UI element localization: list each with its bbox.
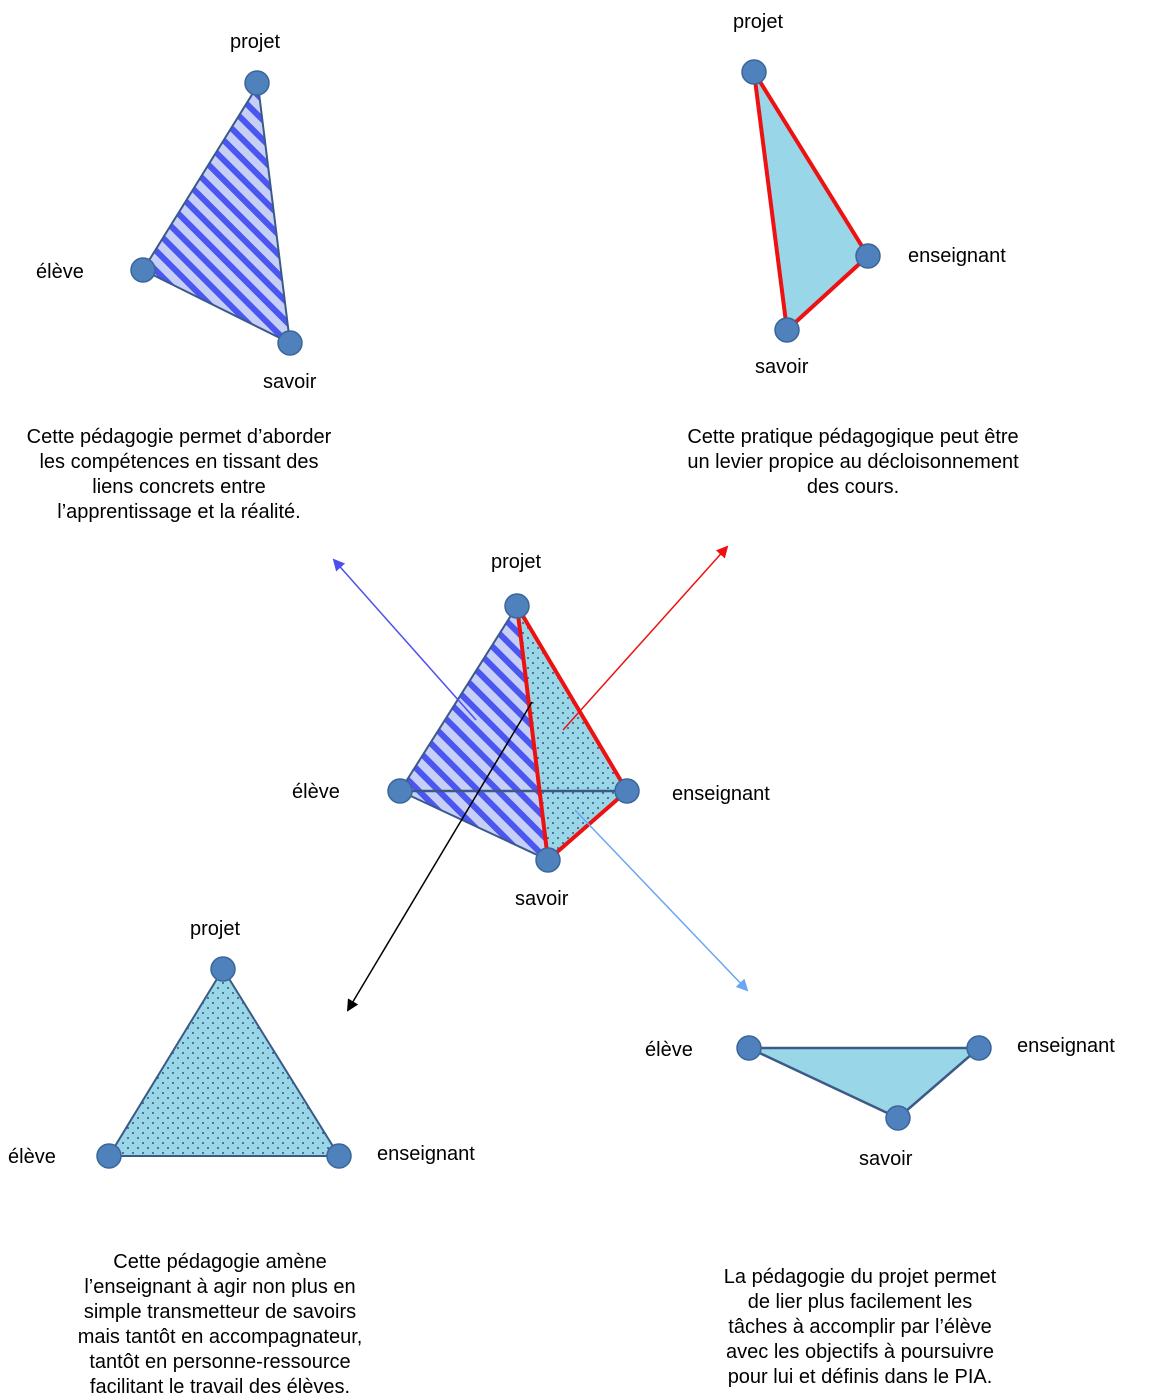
label-projet: projet: [491, 551, 541, 573]
red-edges: [515, 604, 630, 862]
node-projet: [504, 593, 530, 619]
node-projet: [244, 70, 270, 96]
node-enseignant: [614, 778, 640, 804]
label-savoir: savoir: [263, 371, 317, 393]
label-enseignant: enseignant: [377, 1143, 475, 1165]
label-savoir: savoir: [755, 356, 809, 378]
label-eleve: élève: [645, 1039, 693, 1061]
node-eleve: [387, 778, 413, 804]
red-edges: [752, 70, 871, 332]
face-projet-eleve-enseignant: projet élève enseignant: [8, 918, 475, 1169]
face-dotted: [107, 967, 341, 1157]
label-enseignant: enseignant: [1017, 1035, 1115, 1057]
label-enseignant: enseignant: [908, 245, 1006, 267]
label-eleve: élève: [8, 1146, 56, 1168]
face-dotted: [517, 606, 627, 860]
label-projet: projet: [733, 11, 783, 33]
face-projet-enseignant-savoir: projet enseignant savoir: [733, 11, 1006, 378]
face-projet-eleve-savoir: projet élève savoir: [36, 31, 317, 393]
caption-bottom-left: Cette pédagogie amène l’enseignant à agi…: [77, 1251, 363, 1398]
node-eleve: [736, 1035, 762, 1061]
node-enseignant: [966, 1035, 992, 1061]
label-projet: projet: [230, 31, 280, 53]
edge-eleve-savoir: [399, 790, 549, 861]
node-savoir: [885, 1105, 911, 1131]
node-enseignant: [855, 243, 881, 269]
label-savoir: savoir: [859, 1148, 913, 1170]
caption-bottom-right: La pédagogie du projet permet de lier pl…: [723, 1266, 997, 1388]
node-eleve: [96, 1143, 122, 1169]
node-savoir: [535, 847, 561, 873]
node-savoir: [774, 317, 800, 343]
face-hatched: [400, 606, 548, 860]
arrow-to-bottom-right: [574, 809, 749, 992]
node-savoir: [277, 330, 303, 356]
node-projet: [741, 59, 767, 85]
face-solid: [748, 1046, 983, 1120]
face-solid: [754, 72, 868, 330]
node-eleve: [130, 257, 156, 283]
tetrahedron: projet élève enseignant savoir: [292, 551, 770, 910]
label-eleve: élève: [36, 261, 84, 283]
label-savoir: savoir: [515, 888, 569, 910]
arrow-to-bottom-left: [346, 701, 533, 1012]
arrow-to-top-right: [562, 545, 729, 731]
node-projet: [210, 956, 236, 982]
arrow-to-top-left: [332, 558, 477, 721]
label-enseignant: enseignant: [672, 783, 770, 805]
label-eleve: élève: [292, 781, 340, 803]
edge-projet-eleve: [399, 605, 518, 792]
node-enseignant: [326, 1143, 352, 1169]
caption-top-left: Cette pédagogie permet d’aborder les com…: [26, 426, 332, 523]
caption-top-right: Cette pratique pédagogique peut être un …: [687, 426, 1019, 498]
face-hatched: [141, 82, 292, 345]
label-projet: projet: [190, 918, 240, 940]
face-eleve-enseignant-savoir: élève enseignant savoir: [645, 1035, 1115, 1170]
